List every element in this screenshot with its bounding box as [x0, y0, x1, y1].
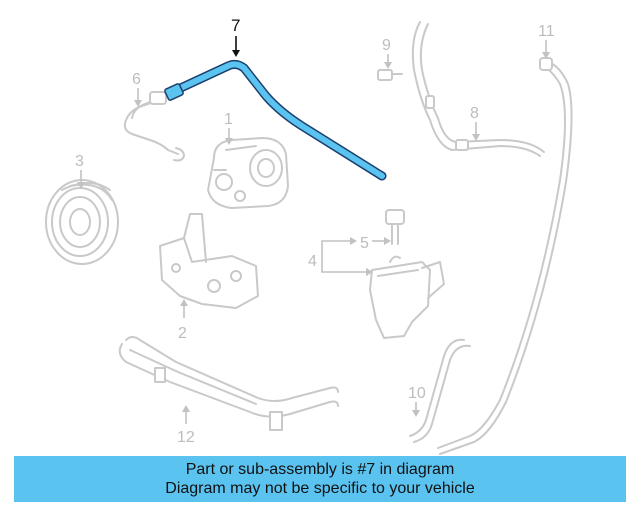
callout-8: 8 — [470, 105, 480, 141]
callout-5: 5 — [360, 235, 391, 252]
svg-text:1: 1 — [224, 111, 233, 128]
svg-text:7: 7 — [231, 16, 240, 35]
svg-text:9: 9 — [382, 37, 391, 54]
callout-7: 7 — [231, 16, 240, 57]
part-8-hose[interactable] — [411, 21, 545, 157]
callout-4: 4 — [308, 237, 373, 276]
info-banner: Part or sub-assembly is #7 in diagram Di… — [14, 456, 626, 502]
callout-1: 1 — [224, 111, 233, 145]
part-2-bracket[interactable] — [159, 213, 259, 309]
svg-text:12: 12 — [177, 429, 195, 446]
callout-11: 11 — [538, 23, 555, 59]
svg-text:2: 2 — [178, 325, 187, 342]
part-11-hose[interactable] — [437, 57, 573, 455]
svg-text:8: 8 — [470, 105, 479, 122]
callout-9: 9 — [382, 37, 392, 69]
banner-line-2: Diagram may not be specific to your vehi… — [165, 480, 475, 497]
callout-3: 3 — [75, 153, 85, 189]
banner-line-1: Part or sub-assembly is #7 in diagram — [185, 461, 455, 478]
svg-text:3: 3 — [75, 153, 84, 170]
part-4-reservoir[interactable] — [369, 255, 445, 339]
callout-10: 10 — [408, 385, 426, 417]
svg-text:10: 10 — [408, 385, 426, 402]
part-3-pulley[interactable] — [45, 179, 119, 265]
part-6-pipe[interactable] — [123, 91, 185, 162]
callout-2: 2 — [178, 299, 188, 342]
svg-text:4: 4 — [308, 253, 317, 270]
part-9-fitting[interactable] — [377, 69, 403, 81]
part-12-lines[interactable] — [118, 336, 339, 431]
part-10-hose[interactable] — [409, 338, 471, 443]
svg-text:11: 11 — [538, 23, 555, 40]
part-1-pump[interactable] — [207, 137, 289, 209]
part-5-cap[interactable] — [385, 209, 405, 245]
callout-12: 12 — [177, 405, 195, 446]
part-7-hose[interactable] — [164, 59, 387, 181]
svg-text:6: 6 — [132, 71, 141, 88]
callout-6: 6 — [132, 71, 142, 107]
svg-text:5: 5 — [360, 235, 369, 252]
